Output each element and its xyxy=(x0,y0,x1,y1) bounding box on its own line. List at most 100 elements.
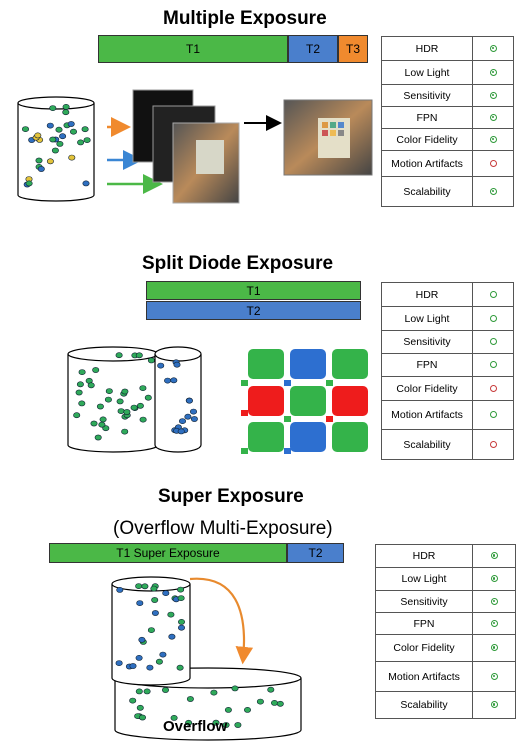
t2-bar: T2 xyxy=(146,301,361,320)
charge-dot xyxy=(177,595,185,601)
good-icon xyxy=(489,290,497,298)
good-icon xyxy=(489,91,497,99)
charge-dot xyxy=(34,132,42,139)
super-exposure-table: HDR Low Light Sensitivity FPN Color Fide… xyxy=(375,544,516,719)
multiple-exposure-table: HDR Low Light Sensitivity FPN Color Fide… xyxy=(381,36,514,207)
charge-dot xyxy=(135,655,143,661)
good-icon xyxy=(490,619,498,627)
charge-dot xyxy=(90,420,98,427)
row-label: Sensitivity xyxy=(381,330,473,354)
charge-dot xyxy=(141,583,149,590)
charge-dot xyxy=(87,382,95,389)
row-label: Motion Artifacts xyxy=(381,400,473,430)
exposure-frames xyxy=(132,89,240,204)
charge-dot xyxy=(139,714,147,721)
good-icon xyxy=(489,187,497,195)
t1-bar: T1 xyxy=(98,35,288,63)
charge-dot xyxy=(190,416,198,422)
charge-dot xyxy=(135,583,143,589)
charge-dot xyxy=(62,104,70,110)
charge-dot xyxy=(164,377,172,384)
row-motion-artifacts: Motion Artifacts xyxy=(381,150,514,177)
charge-dot xyxy=(177,586,185,593)
charge-dot xyxy=(135,352,143,359)
charge-dot xyxy=(155,658,163,665)
charge-dot xyxy=(151,597,159,603)
super-exposure-title: Super Exposure xyxy=(158,486,304,507)
good-icon xyxy=(489,135,497,143)
charge-dot xyxy=(136,600,144,606)
charge-dot xyxy=(116,587,124,593)
charge-dot xyxy=(185,719,193,726)
good-icon xyxy=(490,552,498,559)
charge-dot xyxy=(78,400,86,407)
charge-dot xyxy=(94,434,102,441)
charge-dot xyxy=(231,685,239,692)
charge-dot xyxy=(117,408,125,414)
charge-dot xyxy=(276,700,284,707)
good-icon xyxy=(490,575,498,582)
charge-dot xyxy=(76,381,84,388)
t1-bar: T1 xyxy=(146,281,361,300)
good-icon xyxy=(489,361,497,368)
charge-dot xyxy=(49,105,57,111)
row-motion-artifacts: Motion Artifacts xyxy=(375,661,516,692)
charge-dot xyxy=(151,610,159,616)
charge-dot xyxy=(173,361,181,368)
charge-dot xyxy=(136,704,144,711)
charge-dot xyxy=(121,388,129,395)
row-sensitivity: Sensitivity xyxy=(381,330,514,354)
row-low-light: Low Light xyxy=(375,567,516,591)
charge-dot xyxy=(68,154,76,161)
charge-dot xyxy=(25,180,33,187)
bad-icon xyxy=(489,159,497,167)
row-hdr: HDR xyxy=(381,36,514,61)
charge-dot xyxy=(147,357,155,364)
charge-dot xyxy=(234,722,242,728)
charge-dot xyxy=(82,180,90,187)
good-icon xyxy=(489,44,497,52)
charge-dot xyxy=(98,421,106,428)
charge-dot xyxy=(177,428,185,435)
super-exposure-cylinder xyxy=(111,576,191,686)
charge-dot xyxy=(244,707,252,713)
charge-dot xyxy=(130,404,138,411)
charge-dot xyxy=(59,133,67,140)
t2-bar: T2 xyxy=(287,543,344,563)
row-sensitivity: Sensitivity xyxy=(375,590,516,613)
charge-dot xyxy=(136,402,144,409)
row-label: Low Light xyxy=(381,60,473,85)
charge-dot xyxy=(70,128,78,135)
row-low-light: Low Light xyxy=(381,60,514,85)
row-label: Motion Artifacts xyxy=(381,150,473,177)
charge-dot xyxy=(115,660,123,666)
pixel-well-cylinder xyxy=(17,96,95,202)
charge-dot xyxy=(62,109,70,116)
charge-dot xyxy=(147,627,155,633)
charge-dot xyxy=(159,651,167,658)
charge-dot xyxy=(144,394,152,401)
charge-dot xyxy=(178,624,186,631)
row-label: Motion Artifacts xyxy=(375,661,473,692)
charge-dot xyxy=(167,611,175,618)
charge-dot xyxy=(96,403,104,410)
super-exposure-subtitle: (Overflow Multi-Exposure) xyxy=(113,518,333,539)
row-label: HDR xyxy=(381,282,473,307)
charge-dot xyxy=(115,352,123,359)
charge-dot xyxy=(168,633,176,640)
row-label: Low Light xyxy=(375,567,473,591)
charge-dot xyxy=(179,418,187,424)
charge-dot xyxy=(256,698,264,705)
charge-dot xyxy=(190,408,198,415)
charge-dot xyxy=(139,416,147,423)
charge-dot xyxy=(116,398,124,405)
charge-dot xyxy=(176,664,184,671)
row-color-fidelity: Color Fidelity xyxy=(381,376,514,401)
row-label: HDR xyxy=(381,36,473,61)
charge-dot xyxy=(37,166,45,172)
row-scalability: Scalability xyxy=(375,691,516,719)
charge-dot xyxy=(270,700,278,706)
charge-dot xyxy=(46,122,54,129)
small-diode-cylinder xyxy=(154,346,202,453)
